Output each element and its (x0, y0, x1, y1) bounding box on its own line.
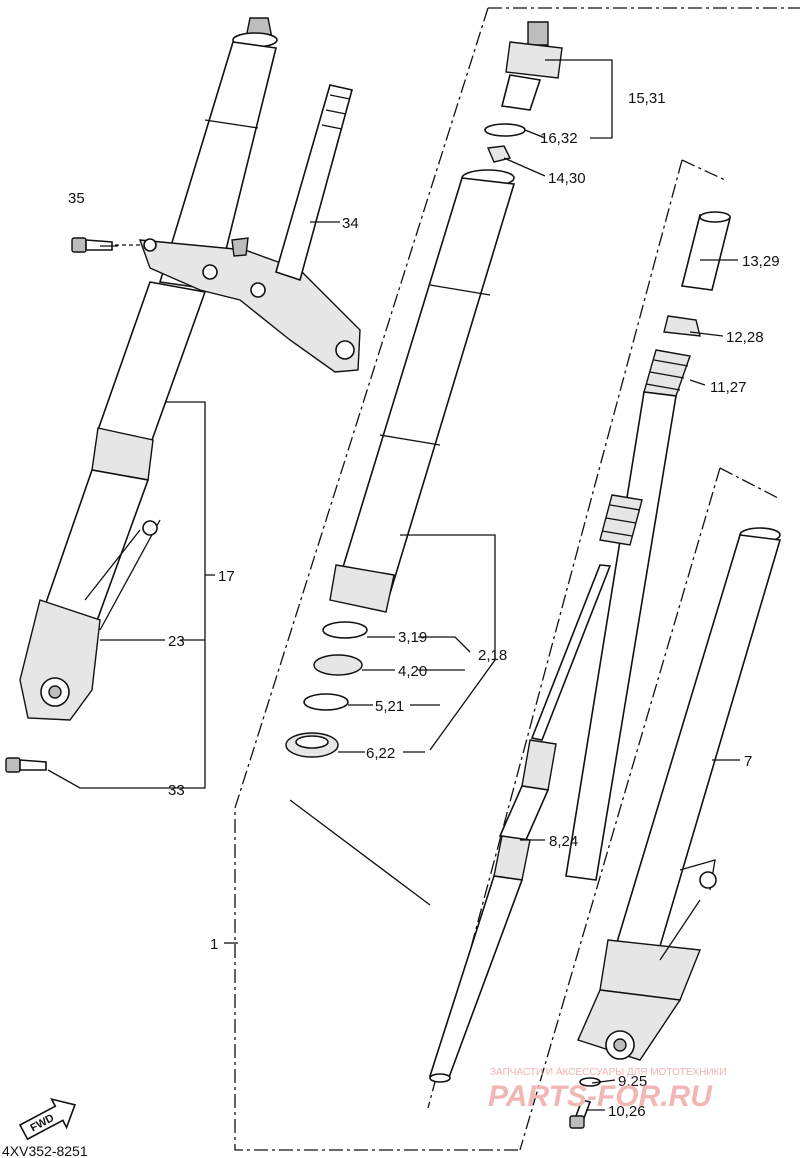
callout-6-22: 6,22 (366, 745, 395, 762)
rebound-spring (599, 494, 643, 546)
oil-seal-5 (303, 693, 349, 711)
callout-2-18: 2,18 (478, 647, 507, 664)
callout-34: 34 (342, 215, 359, 232)
callout-12-28: 12,28 (726, 329, 764, 346)
callout-14-30: 14,30 (548, 170, 586, 187)
o-ring-16 (484, 123, 526, 137)
inner-tube-7 (577, 527, 782, 1061)
callout-35: 35 (68, 190, 85, 207)
callout-5-21: 5,21 (375, 698, 404, 715)
callout-15-31: 15,31 (628, 90, 666, 107)
assembly-boundary (234, 7, 800, 1151)
callout-13-29: 13,29 (742, 253, 780, 270)
outer-tube (329, 169, 516, 613)
drain-bolt-10 (569, 1099, 592, 1129)
damper-rod (498, 564, 612, 841)
callout-23: 23 (168, 633, 185, 650)
callout-16-32: 16,32 (540, 130, 578, 147)
callout-3-19: 3,19 (398, 629, 427, 646)
callout-4-20: 4,20 (398, 663, 427, 680)
callout-7: 7 (744, 753, 752, 770)
callout-17: 17 (218, 568, 235, 585)
callout-10-26: 10,26 (608, 1103, 646, 1120)
dust-seal-3 (322, 621, 368, 639)
oil-lock-piece-8 (428, 835, 531, 1083)
callout-33: 33 (168, 782, 185, 799)
circlip-4 (313, 654, 363, 676)
assembled-fork-17 (19, 17, 361, 721)
bolt-33 (5, 757, 47, 773)
bolt-35 (71, 237, 140, 253)
callout-9-25: 9,25 (618, 1073, 647, 1090)
assembly-boundary-inner (427, 159, 721, 1151)
callout-8-24: 8,24 (549, 833, 578, 850)
spring-seat-12 (663, 315, 701, 337)
callout-11-27: 11,27 (710, 379, 746, 396)
washer-6 (285, 732, 339, 758)
steering-stem-34 (275, 84, 353, 282)
diagram-reference-code: 4XV352-8251 (2, 1143, 88, 1158)
spacer-13 (681, 211, 732, 291)
watermark-brand: PARTS-FOR.RU (488, 1080, 713, 1113)
fork-cap-15 (501, 21, 563, 111)
leader-lines (47, 59, 740, 1111)
spring-11 (565, 349, 691, 881)
callout-1: 1 (210, 936, 218, 953)
watermark-tagline: ЗАПЧАСТИ И АКСЕССУАРЫ ДЛЯ МОТОТЕХНИКИ (490, 1067, 727, 1078)
fwd-arrow-icon: FWD (18, 1097, 77, 1141)
